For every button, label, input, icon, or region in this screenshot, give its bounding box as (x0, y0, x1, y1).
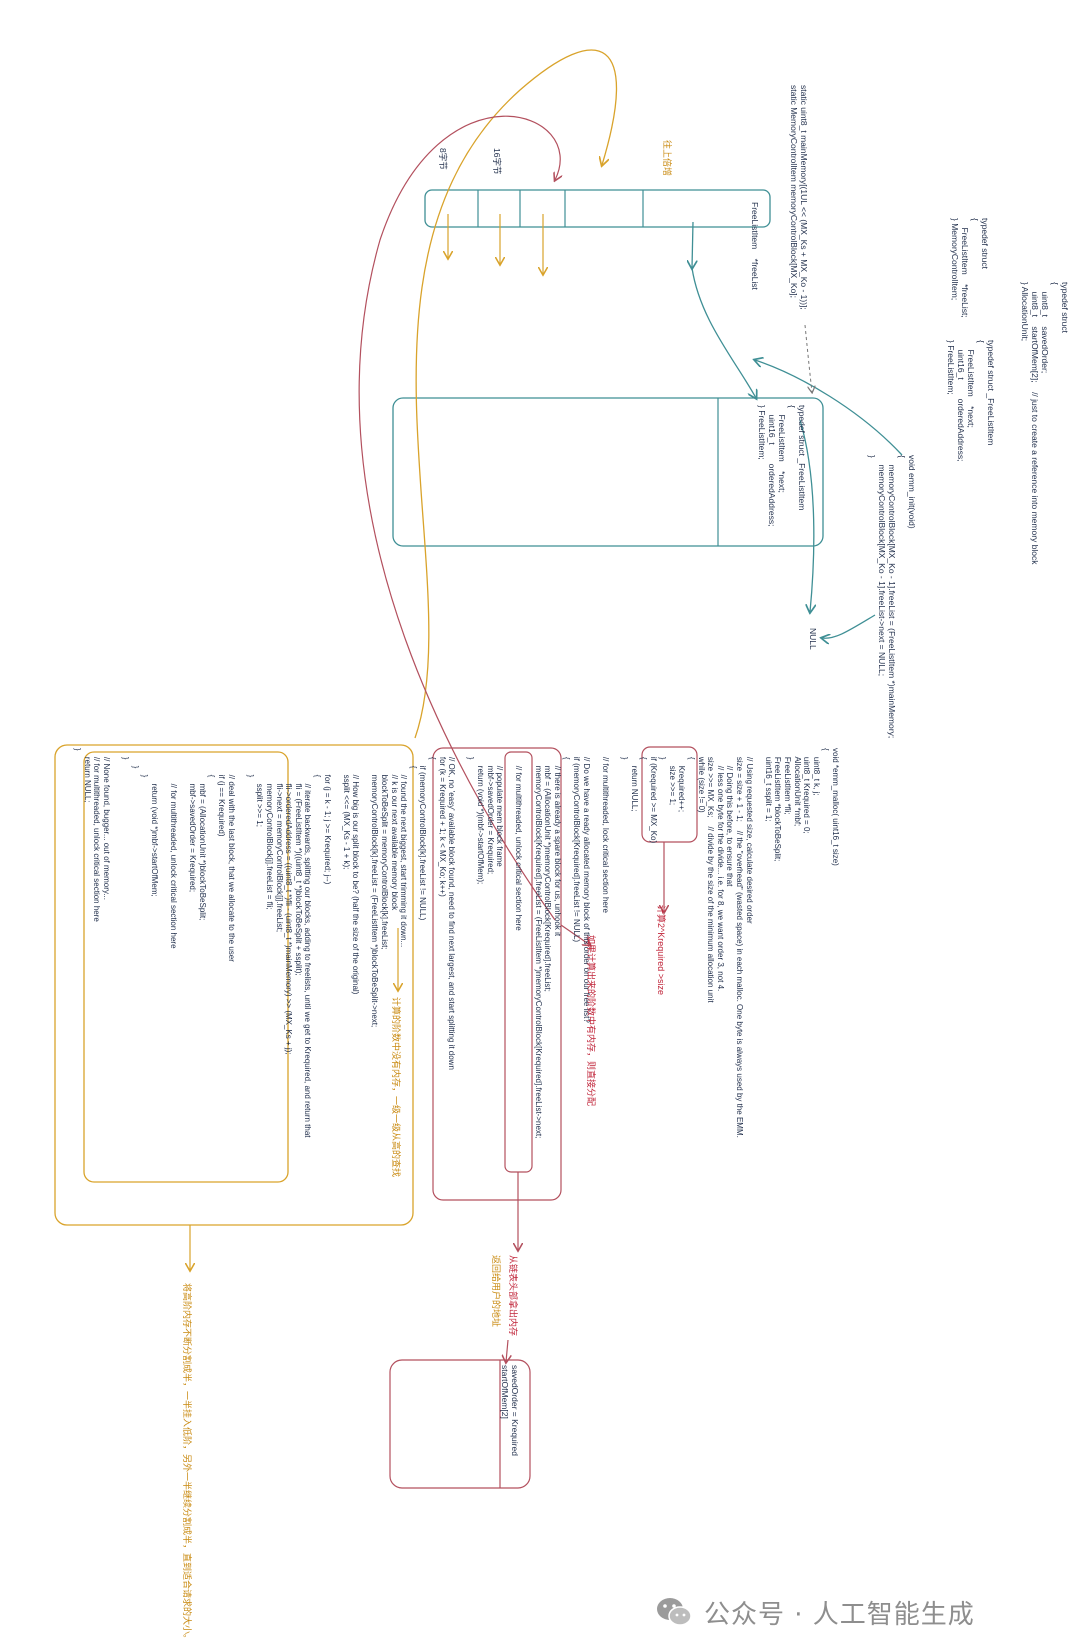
size-label-16-text: 16字节 (492, 148, 502, 175)
annotation-return-user-text: 返回给用户的地址 (491, 1255, 501, 1328)
init-code: void emm_init(void) { memoryControlBlock… (867, 455, 917, 739)
annotation-calc-size-text: 计算2^Krequired >size (656, 905, 666, 996)
freelist-item-code: typedef struct _FreeListItem { FreeListI… (946, 340, 996, 462)
freelist-available-box (432, 747, 562, 1201)
globals-code: static uint8_t mainMemory[(1UL << (MX_Ks… (789, 85, 809, 310)
malloc-code: void *emm_malloc( uint16_t size) { uint8… (73, 748, 840, 1139)
watermark-text: 公众号 · 人工智能生成 (704, 1599, 975, 1630)
freelist-array (424, 189, 771, 228)
freelist-box-code: typedef struct _FreeListItem { FreeListI… (757, 405, 807, 527)
size-calc-box (641, 746, 698, 843)
memory-control-code: typedef struct { FreeListItem *freeList;… (950, 218, 990, 318)
freelist-item-box (392, 397, 824, 547)
freelist-array-header-text: FreeListItem *freeList (750, 202, 760, 290)
watermark: 公众号 · 人工智能生成 (654, 1590, 975, 1634)
allocation-unit-fields-text: savedOrder = Krequired startOfMem[2] (500, 1365, 520, 1456)
null-text: NULL (808, 628, 818, 650)
search-loop-box (54, 744, 414, 1226)
size-label-double-text: 往上倍增 (662, 140, 672, 177)
annotation-unlink-text: 从链表头部拿出内存 (508, 1255, 518, 1337)
allocation-unit-code: typedef struct { uint8_t savedOrder; uin… (1020, 282, 1070, 565)
wechat-icon (657, 1598, 692, 1626)
annotation-direct-alloc-text: 如果计算出来的阶数中有内存，则直接分配 (586, 935, 596, 1107)
annotation-search-up-text: 计算的阶数中没有内存，一级一级从高的查找 (391, 997, 401, 1178)
allocation-unit-box (389, 1359, 531, 1489)
split-loop-box (83, 751, 289, 1183)
annotation-split-note-text: 将高阶内存不断分割成半，一半挂入低阶，另外一半继续分割成半，直到适合请求的大小。 (182, 1283, 192, 1644)
size-label-8-text: 8字节 (438, 148, 448, 170)
